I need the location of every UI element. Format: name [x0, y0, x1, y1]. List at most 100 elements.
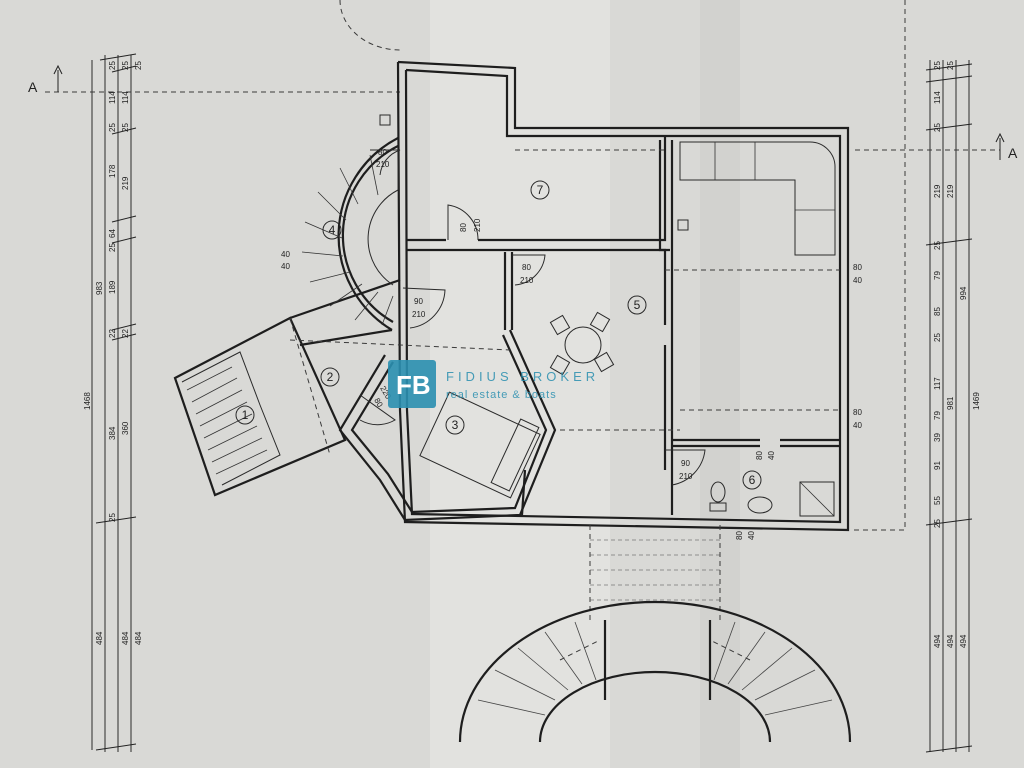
right-dimension-chains [925, 60, 973, 753]
room-6-circle [742, 470, 762, 490]
dim-left-c1-1: 114 [108, 91, 117, 104]
door-stair-h: 210 [376, 160, 390, 169]
dim-right-c2-0: 25 [946, 61, 955, 70]
room-2-circle [320, 367, 340, 387]
room-1-circle [235, 405, 255, 425]
bathroom-fixtures [709, 481, 835, 517]
dim-left-c1-9: 25 [108, 513, 117, 522]
dim-left-c1-4: 64 [108, 229, 117, 238]
paper-fold [430, 0, 610, 768]
dim-right-overall: 1469 [972, 392, 981, 410]
window-stair-h: 40 [281, 262, 290, 271]
dim-right-a: 994 [959, 286, 968, 300]
room-markers [235, 180, 762, 490]
watermark-monogram: FB [396, 370, 431, 400]
window-bath1-w: 80 [755, 451, 764, 460]
dim-left-c1-3: 178 [108, 164, 117, 178]
dim-left-c2-5: 360 [121, 421, 130, 435]
room-7-circle [530, 180, 550, 200]
dim-right-c1-13: 25 [933, 519, 942, 528]
dim-left-c2-6: 484 [121, 631, 130, 645]
room-7-label: 7 [537, 183, 544, 197]
watermark-line1: FIDIUS BROKER [446, 369, 599, 384]
door-room7-h: 210 [473, 218, 482, 232]
dim-right-b: 219 [946, 184, 955, 198]
dim-left-c2-2: 25 [121, 123, 130, 132]
room-4-circle [322, 220, 342, 240]
spiral-staircase [301, 137, 399, 331]
window-living-w: 80 [853, 408, 862, 417]
roof-outline [289, 0, 906, 531]
door-bath-h: 210 [679, 472, 693, 481]
dim-right-c1-10: 39 [933, 433, 942, 442]
bed [419, 391, 541, 499]
dim-left-c2-1: 114 [121, 91, 130, 104]
dim-right-c1-6: 85 [933, 307, 942, 316]
section-line-a [45, 64, 1005, 160]
room-3-circle [445, 415, 465, 435]
dim-left-b: 484 [95, 631, 104, 645]
window-bath2-h: 40 [747, 531, 756, 540]
dim-right-c2-2: 494 [946, 634, 955, 648]
dim-right-c1-8: 79 [933, 411, 942, 420]
door-hall-w: 90 [414, 297, 423, 306]
dim-right-c1-5: 79 [933, 271, 942, 280]
dim-right-c1-4: 25 [933, 241, 942, 250]
door-room5-h: 210 [520, 276, 534, 285]
dim-right-b-val: 981 [946, 396, 955, 410]
dining-table [549, 311, 615, 376]
left-dimension-chains [91, 53, 137, 752]
dim-right-c2-1: 494 [933, 634, 942, 648]
dim-left-c1-5: 25 [108, 243, 117, 252]
chimney-marker [379, 114, 391, 126]
section-label-right: A [1008, 145, 1018, 161]
dim-left-c2-3: 219 [121, 176, 130, 190]
dim-left-c1-2: 25 [108, 123, 117, 132]
window-kitchen-w: 80 [853, 263, 862, 272]
watermark-line2: real estate & boats [446, 389, 557, 401]
door-room7-w: 80 [459, 223, 468, 232]
door-bath-w: 90 [681, 459, 690, 468]
dim-left-overall: 1468 [83, 392, 92, 410]
door-room5-w: 80 [522, 263, 531, 272]
front-stairs [458, 525, 852, 743]
dim-left-c1-8: 384 [108, 426, 117, 440]
dim-right-c1-2: 25 [933, 123, 942, 132]
dim-right-c2-3: 494 [959, 634, 968, 648]
dim-left-c2-4: 22 [121, 329, 130, 338]
dim-right-c1-12: 55 [933, 496, 942, 505]
window-bath2-w: 80 [735, 531, 744, 540]
room-1-label: 1 [242, 408, 249, 422]
watermark-logo-box [388, 360, 436, 408]
paper-fold-shadow [700, 0, 740, 768]
room-4-label: 4 [329, 223, 336, 237]
dim-right-c1-0: 25 [933, 61, 942, 70]
section-label-left: A [28, 79, 38, 95]
kitchen-counter [679, 141, 836, 256]
window-stair-w: 40 [281, 250, 290, 259]
column-marker [677, 219, 689, 231]
dim-left-c2-0: 25 [121, 61, 130, 70]
dim-left-c3-1: 484 [134, 631, 143, 645]
dim-left-c1-6: 189 [108, 280, 117, 294]
dim-left-a: 983 [95, 281, 104, 295]
dim-right-c1-11: 91 [933, 461, 942, 470]
door-swings [359, 149, 706, 486]
entrance-steps [173, 316, 347, 497]
dim-left-c1-7: 22 [108, 329, 117, 338]
room-6-label: 6 [749, 473, 756, 487]
room-3-label: 3 [452, 418, 459, 432]
dim-left-c3-0: 25 [134, 61, 143, 70]
watermark: FB FIDIUS BROKER real estate & boats [388, 360, 599, 408]
room-5-circle [627, 295, 647, 315]
dim-right-c1-1: 114 [933, 91, 942, 104]
door-stair-w: 80 [378, 148, 387, 157]
dim-left-c1-0: 25 [108, 61, 117, 70]
door-hall-h: 210 [412, 310, 426, 319]
room-5-label: 5 [634, 298, 641, 312]
room-2-label: 2 [327, 370, 334, 384]
window-kitchen-h: 40 [853, 276, 862, 285]
dim-right-c1-7: 25 [933, 333, 942, 342]
window-living-h: 40 [853, 421, 862, 430]
